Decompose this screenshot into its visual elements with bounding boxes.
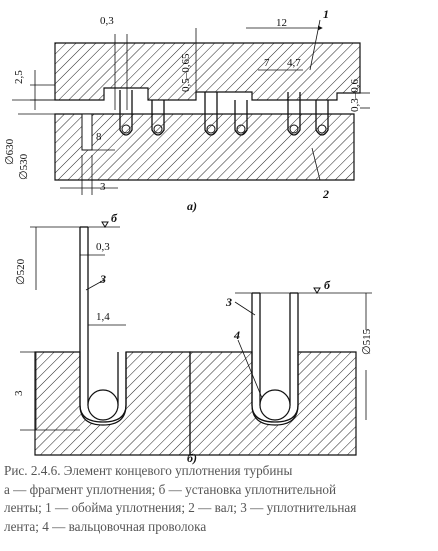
- dim-width: 1,4: [96, 311, 110, 323]
- caption-line-4: лента; 4 — вальцовочная проволока: [4, 518, 207, 534]
- dim-clearance: 0,3–0,6: [349, 79, 361, 113]
- shaft-groove: [81, 113, 93, 151]
- dim-dia-515: ∅515: [361, 328, 373, 355]
- dim-dia-630: ∅630: [4, 138, 16, 165]
- callout-mark-right: б: [324, 278, 331, 292]
- casing-body: [54, 42, 361, 101]
- dim-strip-height: 2,5: [13, 70, 25, 84]
- dim-dia-530: ∅530: [18, 153, 30, 180]
- caption-line-3: ленты; 1 — обойма уплотнения; 2 — вал; 3…: [4, 500, 357, 515]
- dim-step-right: 4,7: [287, 57, 301, 69]
- dim-gap: 0,3: [100, 15, 114, 27]
- dim-depth-b: 3: [13, 390, 25, 396]
- dim-pitch: 12: [276, 17, 287, 29]
- dim-depth: 8: [96, 131, 102, 143]
- callout-shaft: 2: [322, 187, 329, 201]
- part-a: 0,3 0,5–0,65 12 7 4,7 2,5 0,3–0,6 ∅630 ∅…: [4, 7, 370, 213]
- sublabel-a: а): [187, 199, 197, 213]
- dim-dia-520: ∅520: [15, 258, 27, 285]
- dim-groove-width: 3: [100, 181, 106, 193]
- seal-strips: [119, 90, 329, 136]
- figure-caption: Рис. 2.4.6. Элемент концевого уплотнения…: [4, 462, 436, 536]
- callout-wire: 4: [233, 328, 240, 342]
- dim-thickness: 0,3: [96, 241, 110, 253]
- callout-casing: 1: [323, 7, 329, 21]
- caption-line-2: а — фрагмент уплотнения; б — установка у…: [4, 481, 337, 497]
- rolling-wire-right: [259, 389, 291, 421]
- callout-mark-left: б: [111, 211, 118, 225]
- dim-gap-range: 0,5–0,65: [180, 53, 192, 92]
- callout-strip-right: 3: [225, 295, 232, 309]
- level-mark-left: [101, 221, 109, 228]
- sublabel-b: б): [187, 451, 197, 465]
- rolling-wire-left: [87, 389, 119, 421]
- part-b: ∅520 0,3 1,4 3 ∅515 б б 3 3 4 б): [13, 211, 373, 465]
- dim-step-left: 7: [264, 57, 270, 69]
- caption-line-1: Рис. 2.4.6. Элемент концевого уплотнения…: [4, 463, 293, 478]
- callout-strip-left: 3: [99, 272, 106, 286]
- rolling-wires-a: [121, 124, 327, 134]
- level-mark-right: [313, 287, 321, 294]
